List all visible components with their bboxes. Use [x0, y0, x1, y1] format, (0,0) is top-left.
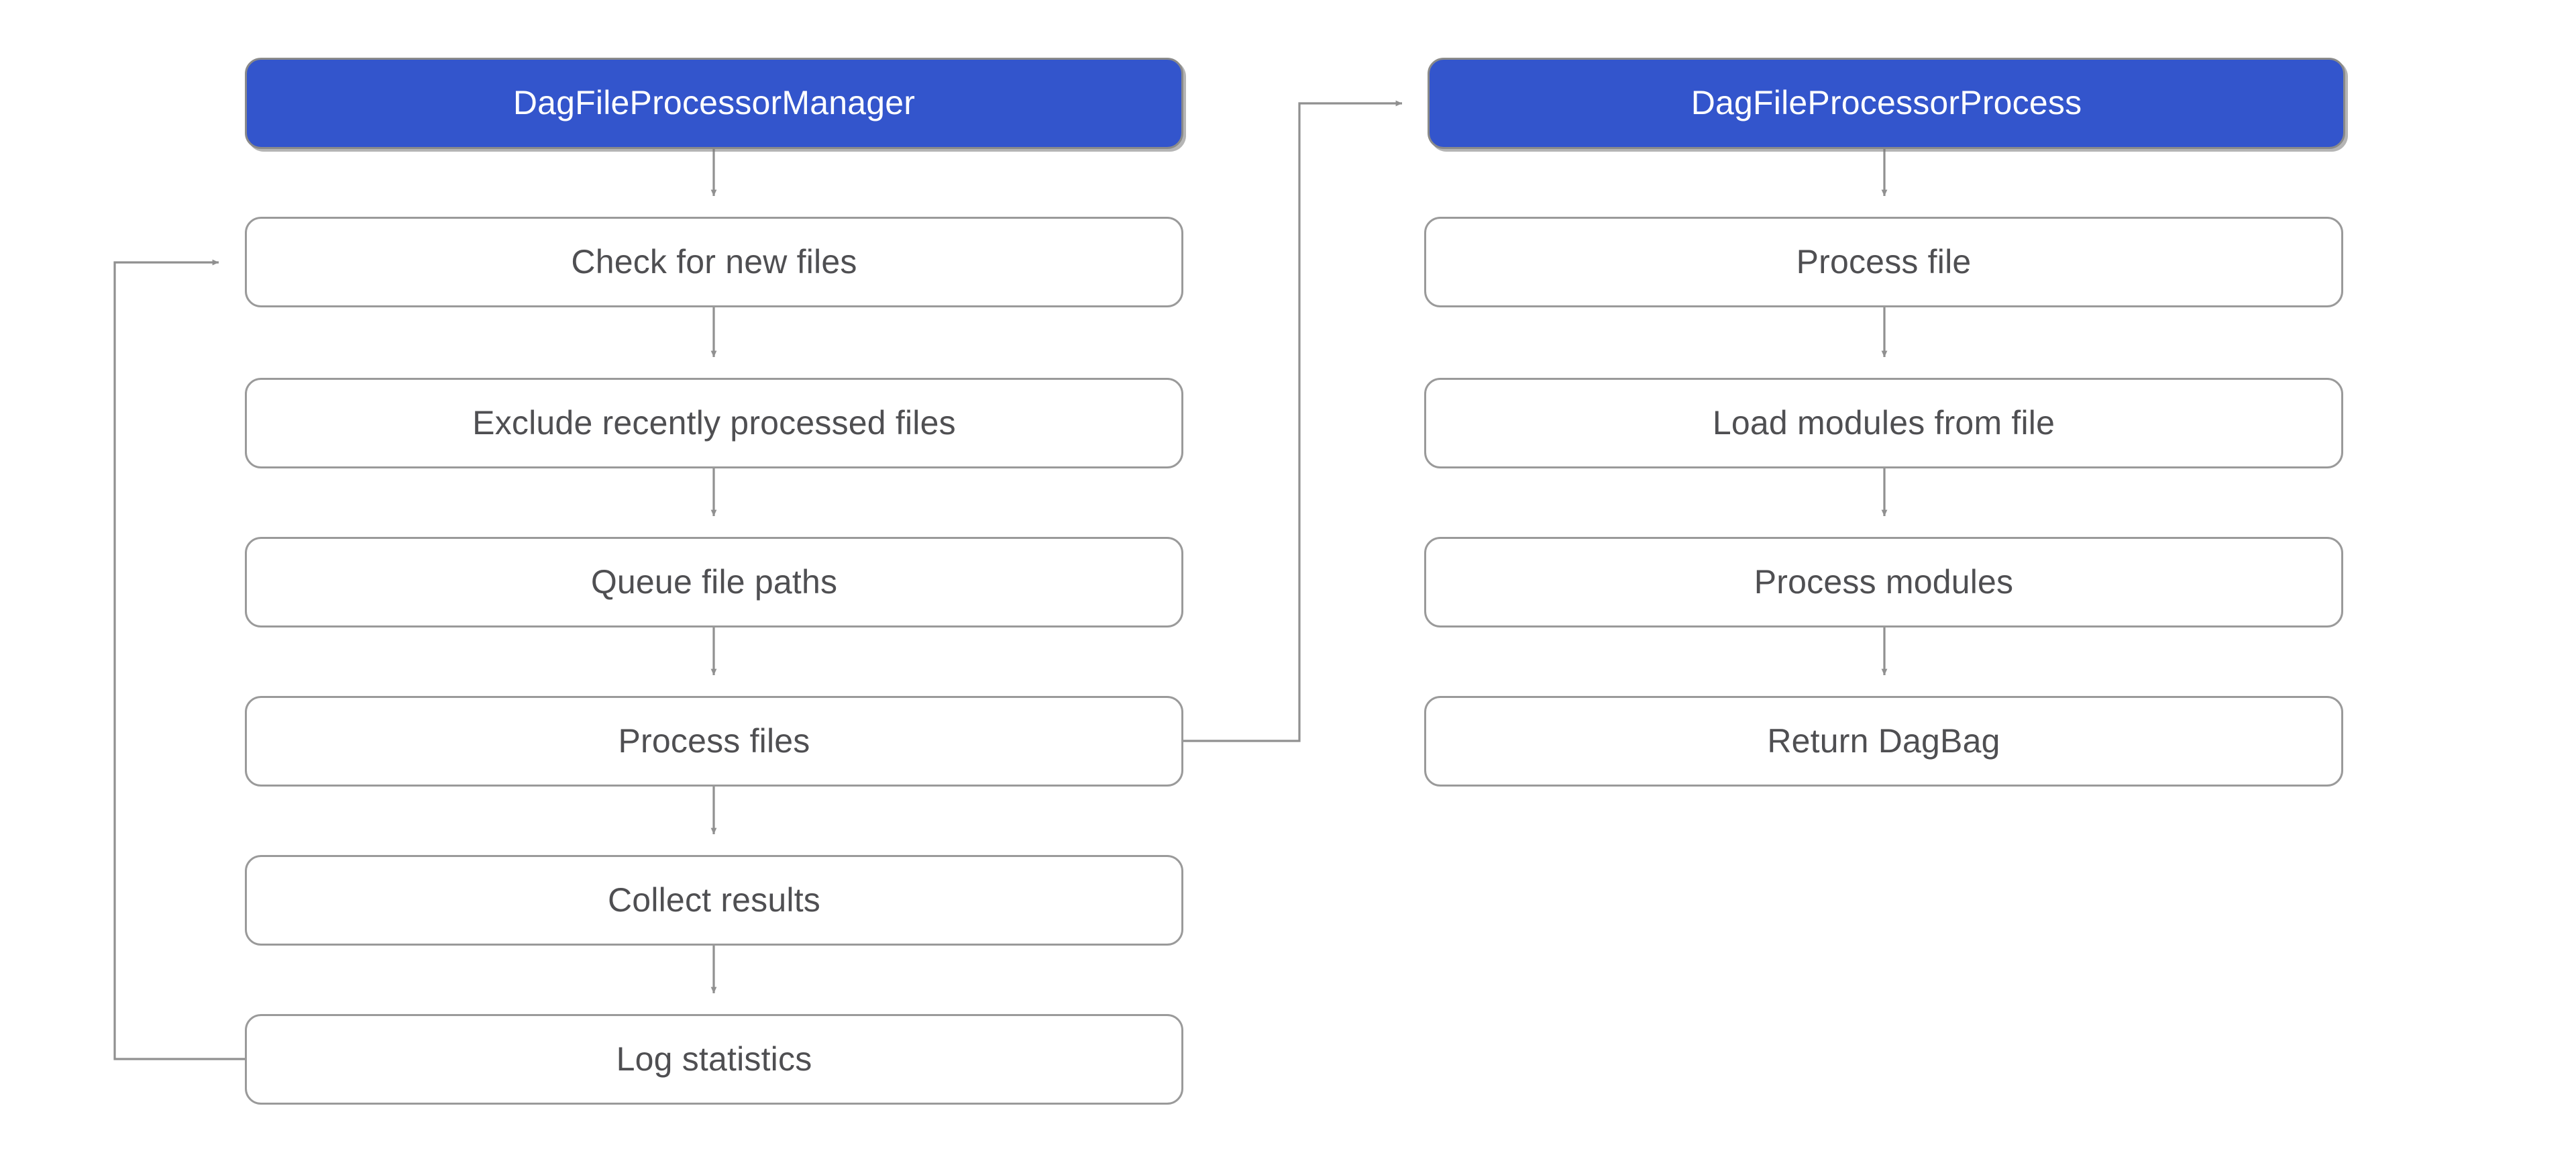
node-label: Process file	[1796, 242, 1972, 281]
edge-log-to-check-loop	[113, 259, 245, 1060]
node-label: Process modules	[1754, 562, 2014, 601]
node-return-dagbag[interactable]: Return DagBag	[1424, 696, 2343, 787]
node-label: Return DagBag	[1767, 721, 2000, 760]
node-header-dagfileprocessormanager[interactable]: DagFileProcessorManager	[245, 58, 1183, 149]
node-label: Queue file paths	[590, 562, 838, 601]
node-label: Log statistics	[616, 1040, 812, 1078]
node-load-modules-from-file[interactable]: Load modules from file	[1424, 378, 2343, 468]
node-label: DagFileProcessorProcess	[1690, 84, 2082, 122]
node-process-file[interactable]: Process file	[1424, 217, 2343, 307]
node-process-files[interactable]: Process files	[245, 696, 1183, 787]
node-process-modules[interactable]: Process modules	[1424, 537, 2343, 627]
node-header-dagfileprocessorprocess[interactable]: DagFileProcessorProcess	[1428, 58, 2345, 149]
node-label: Exclude recently processed files	[472, 403, 956, 442]
node-queue-file-paths[interactable]: Queue file paths	[245, 537, 1183, 627]
node-log-statistics[interactable]: Log statistics	[245, 1014, 1183, 1105]
node-exclude-recently-processed-files[interactable]: Exclude recently processed files	[245, 378, 1183, 468]
node-label: Check for new files	[571, 242, 857, 281]
node-label: Collect results	[608, 881, 820, 919]
edge-processfiles-to-processorprocess	[1183, 100, 1403, 742]
node-collect-results[interactable]: Collect results	[245, 855, 1183, 946]
node-label: Load modules from file	[1712, 403, 2055, 442]
node-label: Process files	[618, 721, 810, 760]
node-check-for-new-files[interactable]: Check for new files	[245, 217, 1183, 307]
node-label: DagFileProcessorManager	[513, 84, 916, 122]
